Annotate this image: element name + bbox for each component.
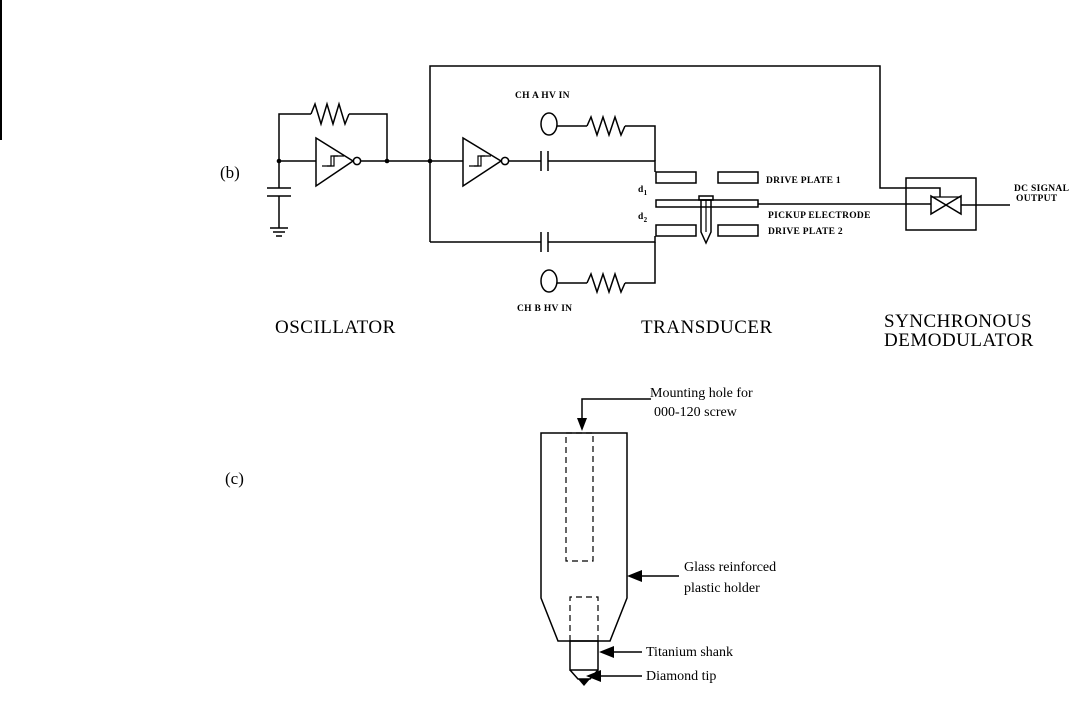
holder-label-1: Glass reinforced: [684, 560, 776, 575]
mounting-hole-label-2: 000-120 screw: [654, 405, 738, 420]
ch-b-label: CH B HV IN: [517, 304, 572, 314]
demodulator-caption-1: SYNCHRONOUS: [884, 311, 1032, 332]
drive-plate-1-label: DRIVE PLATE 1: [766, 176, 841, 186]
transducer-caption: TRANSDUCER: [641, 317, 773, 338]
mounting-hole-label-1: Mounting hole for: [650, 386, 753, 401]
circuit-diagram-b: (b): [220, 66, 1069, 351]
arrow-shank-icon: [599, 646, 642, 658]
shank-label: Titanium shank: [646, 645, 733, 660]
drive-inverter: [430, 138, 541, 186]
indenter-holder-diagram-c: (c) Mounting hole for 000-120 screw Glas…: [225, 386, 776, 686]
arrow-tip-icon: [586, 670, 642, 682]
ch-b-resistor: [587, 274, 625, 292]
switch-icon: [931, 196, 946, 214]
indenter-icon: [699, 196, 713, 243]
feedback-resistor: [311, 104, 349, 124]
drive-plate-2-left: [656, 225, 696, 236]
ch-a-label: CH A HV IN: [515, 91, 570, 101]
holder-label-2: plastic holder: [684, 581, 760, 596]
drive-plate-1-left: [656, 172, 696, 183]
ch-b-terminal: [541, 270, 557, 292]
panel-c-label: (c): [225, 469, 244, 488]
ground-icon: [270, 228, 288, 236]
dc-signal-label-2: OUTPUT: [1016, 194, 1058, 204]
d1-label: d1: [638, 185, 648, 197]
arrow-mounting-hole-icon: [577, 399, 651, 431]
oscillator-circuit: [267, 104, 430, 236]
ch-a-terminal: [541, 113, 557, 135]
panel-b-label: (b): [220, 163, 240, 182]
d2-label: d2: [638, 212, 648, 224]
dc-signal-label-1: DC SIGNAL: [1014, 184, 1069, 194]
tip-label: Diamond tip: [646, 669, 716, 684]
oscillator-caption: OSCILLATOR: [275, 317, 396, 338]
plastic-holder-body: [541, 433, 627, 641]
inverter-1-bubble: [353, 157, 360, 164]
pickup-electrode-label: PICKUP ELECTRODE: [768, 211, 871, 221]
ch-a-resistor: [587, 117, 625, 135]
drive-plate-2-label: DRIVE PLATE 2: [768, 227, 843, 237]
demodulator-caption-2: DEMODULATOR: [884, 330, 1034, 351]
pickup-electrode-plate: [656, 200, 758, 207]
drive-plate-2-right: [718, 225, 758, 236]
drive-plate-1-right: [718, 172, 758, 183]
arrow-holder-icon: [627, 570, 679, 582]
demodulator-block: [905, 178, 1010, 230]
mounting-hole: [566, 433, 593, 561]
titanium-shank: [570, 641, 598, 670]
